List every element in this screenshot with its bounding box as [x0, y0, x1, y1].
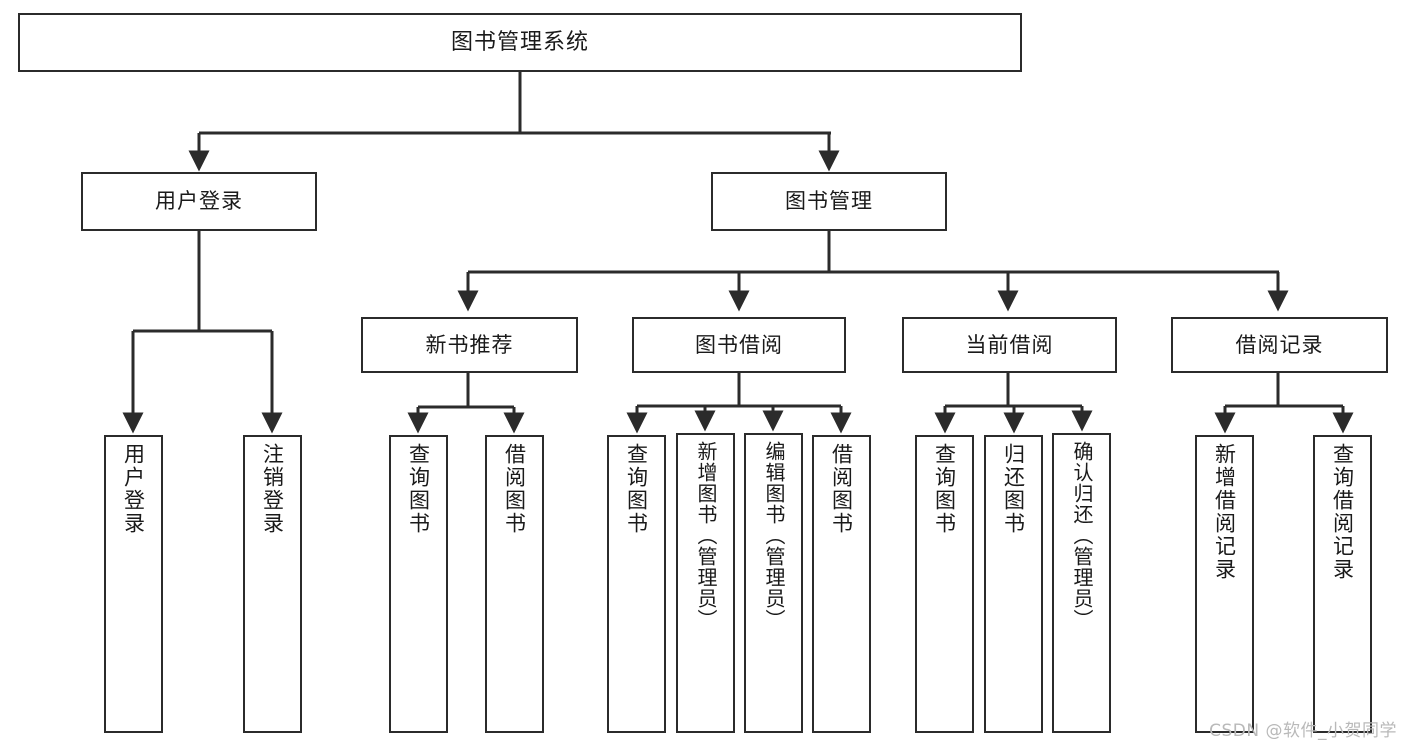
node-label: 借阅图书 [502, 443, 527, 535]
node-label: 新书推荐 [425, 332, 514, 357]
node-label: 查询借阅记录 [1330, 443, 1355, 581]
leaf-user-login-logout[interactable]: 注销登录 [243, 435, 302, 733]
leaf-current-borrow-query-book[interactable]: 查询图书 [915, 435, 974, 733]
node-label: 借阅图书 [829, 443, 854, 535]
leaf-book-borrow-borrow-book[interactable]: 借阅图书 [812, 435, 871, 733]
node-label: 编辑图书（管理员） [762, 441, 786, 630]
leaf-borrow-record-add-record[interactable]: 新增借阅记录 [1195, 435, 1254, 733]
node-label: 借阅记录 [1235, 332, 1324, 357]
node-book-borrow[interactable]: 图书借阅 [632, 317, 846, 373]
leaf-new-book-borrow-book[interactable]: 借阅图书 [485, 435, 544, 733]
node-label: 图书管理系统 [450, 29, 589, 55]
leaf-book-borrow-query-book[interactable]: 查询图书 [607, 435, 666, 733]
node-book-management[interactable]: 图书管理 [711, 172, 947, 231]
node-label: 新增借阅记录 [1212, 443, 1237, 581]
leaf-user-login-login[interactable]: 用户登录 [104, 435, 163, 733]
node-current-borrow[interactable]: 当前借阅 [902, 317, 1117, 373]
node-user-login[interactable]: 用户登录 [81, 172, 317, 231]
node-label: 当前借阅 [965, 332, 1054, 357]
leaf-current-borrow-confirm-return-admin[interactable]: 确认归还（管理员） [1052, 433, 1111, 733]
node-label: 确认归还（管理员） [1070, 441, 1094, 630]
node-label: 查询图书 [624, 443, 649, 535]
leaf-borrow-record-query-record[interactable]: 查询借阅记录 [1313, 435, 1372, 733]
node-label: 归还图书 [1001, 443, 1026, 535]
node-borrow-record[interactable]: 借阅记录 [1171, 317, 1388, 373]
node-label: 图书借阅 [695, 332, 783, 357]
node-label: 用户登录 [155, 189, 243, 214]
leaf-new-book-query-book[interactable]: 查询图书 [389, 435, 448, 733]
leaf-book-borrow-edit-book-admin[interactable]: 编辑图书（管理员） [744, 433, 803, 733]
node-label: 查询图书 [932, 443, 957, 535]
node-root-book-management-system[interactable]: 图书管理系统 [18, 13, 1022, 72]
node-label: 注销登录 [260, 443, 285, 535]
node-label: 查询图书 [406, 443, 431, 535]
node-label: 新增图书（管理员） [694, 441, 718, 630]
node-label: 用户登录 [121, 443, 146, 535]
node-new-book-recommendation[interactable]: 新书推荐 [361, 317, 578, 373]
leaf-current-borrow-return-book[interactable]: 归还图书 [984, 435, 1043, 733]
node-label: 图书管理 [785, 189, 873, 214]
leaf-book-borrow-add-book-admin[interactable]: 新增图书（管理员） [676, 433, 735, 733]
